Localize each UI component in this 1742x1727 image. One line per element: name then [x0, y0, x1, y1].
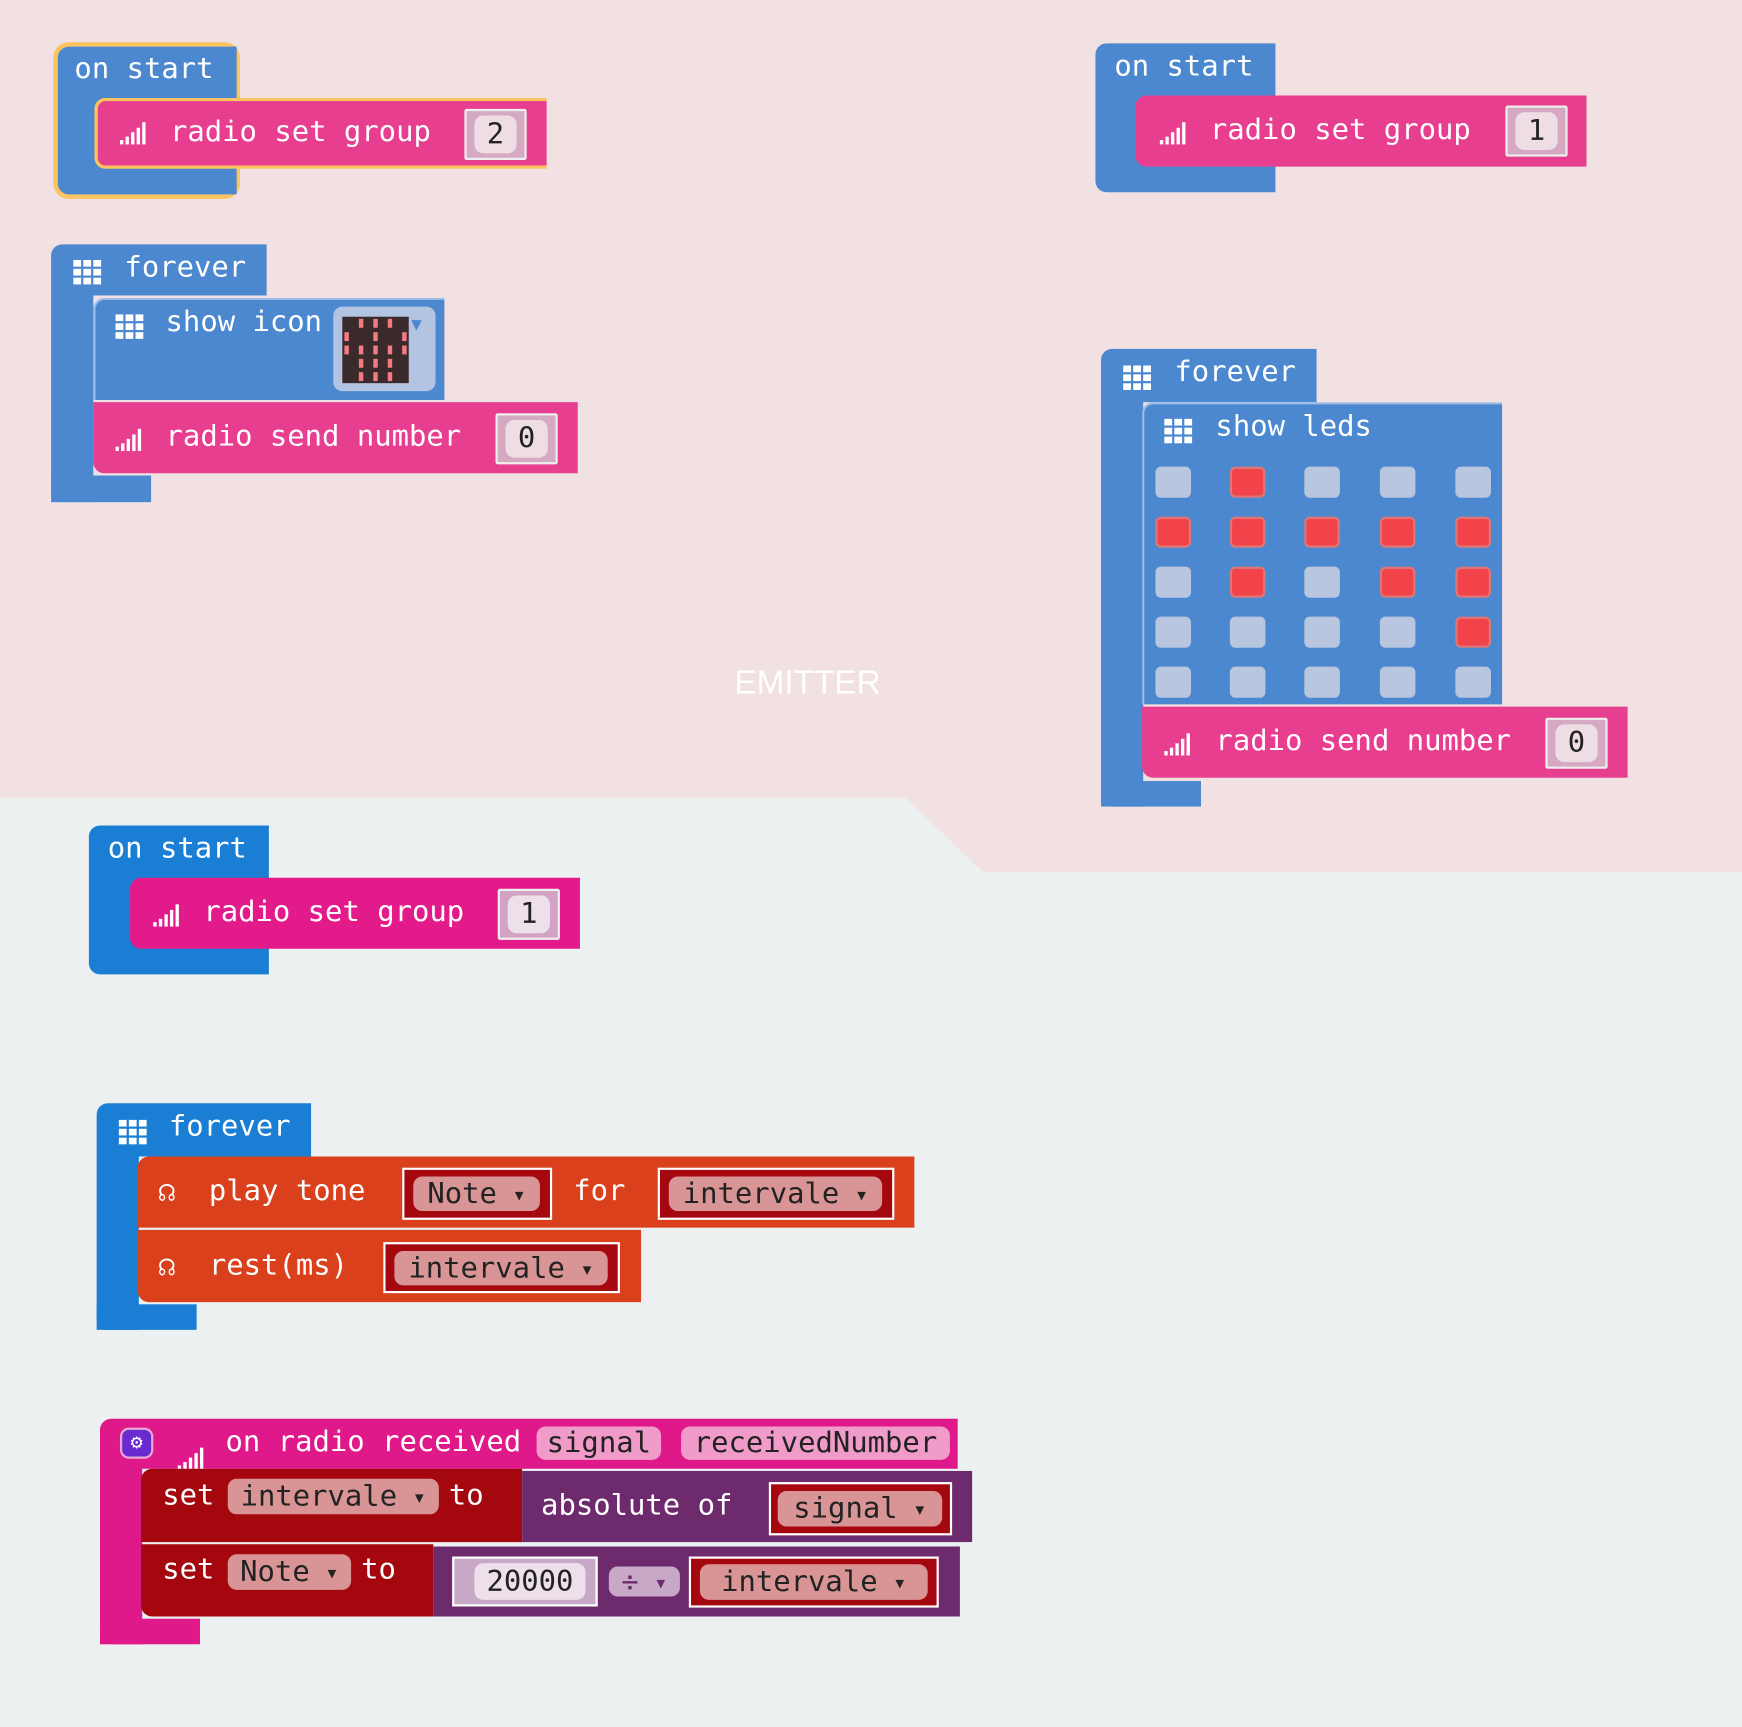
led-cell[interactable]	[1229, 516, 1266, 548]
radio-set-group-label: radio set group	[203, 895, 465, 929]
led-cell[interactable]	[1379, 616, 1416, 648]
icon-preview	[342, 316, 409, 384]
forever-label: forever	[168, 1109, 291, 1144]
led-cell[interactable]	[1304, 516, 1340, 548]
send-number-input[interactable]: 0	[505, 419, 548, 458]
set-label: set	[162, 1478, 215, 1513]
signal-icon	[119, 122, 146, 145]
radio-set-group-label: radio set group	[169, 115, 431, 149]
group-input-container: 1	[497, 888, 560, 940]
led-cell[interactable]	[1304, 566, 1340, 598]
dropdown-arrow-icon: ▼	[411, 313, 422, 335]
signal-icon	[115, 428, 142, 452]
number-input[interactable]: 20000	[474, 1563, 586, 1600]
show-leds-label: show leds	[1215, 409, 1372, 444]
signal-icon	[1164, 733, 1190, 756]
set-label: set	[162, 1553, 215, 1587]
send-number-input[interactable]: 0	[1555, 724, 1598, 763]
group-number-input[interactable]: 1	[1515, 112, 1558, 150]
led-cell[interactable]	[1455, 516, 1491, 548]
led-cell[interactable]	[1455, 566, 1491, 598]
send-input-container: 0	[1545, 717, 1608, 769]
forever-label: forever	[124, 251, 247, 285]
send-input-container: 0	[495, 413, 558, 465]
operator-dropdown[interactable]: ÷	[608, 1566, 680, 1597]
gear-icon[interactable]: ⚙	[119, 1427, 154, 1459]
led-cell[interactable]	[1455, 666, 1491, 698]
variable-dropdown[interactable]: Note	[227, 1554, 352, 1590]
led-cell[interactable]	[1379, 466, 1416, 498]
forever-label: forever	[1174, 355, 1297, 389]
signal-variable-dropdown[interactable]: signal	[777, 1490, 943, 1527]
led-cell[interactable]	[1379, 516, 1416, 548]
headphones-icon: ☊	[158, 1176, 175, 1208]
radio-send-number-label: radio send number	[1215, 724, 1512, 758]
absolute-of-label: absolute of	[541, 1488, 733, 1523]
led-cell[interactable]	[1155, 666, 1191, 698]
to-label: to	[448, 1478, 484, 1513]
led-cell[interactable]	[1379, 566, 1416, 598]
to-label: to	[361, 1553, 396, 1587]
intervale-variable-dropdown[interactable]: intervale	[699, 1564, 928, 1600]
rest-label: rest(ms)	[208, 1248, 349, 1283]
signal-icon	[153, 904, 179, 927]
received-number-parameter[interactable]: receivedNumber	[681, 1426, 950, 1460]
led-cell[interactable]	[1229, 466, 1266, 498]
grid-icon	[115, 314, 144, 339]
show-icon-label: show icon	[165, 305, 323, 339]
group-number-input[interactable]: 1	[507, 895, 550, 934]
led-cell[interactable]	[1229, 666, 1266, 698]
led-cell[interactable]	[1455, 466, 1491, 498]
led-cell[interactable]	[1304, 616, 1340, 648]
duration-variable-dropdown[interactable]: intervale	[668, 1176, 883, 1211]
group-input-container: 1	[1505, 105, 1568, 157]
on-radio-received-label: on radio received	[225, 1425, 522, 1459]
led-cell[interactable]	[1379, 666, 1416, 698]
led-cell[interactable]	[1304, 466, 1340, 498]
led-cell[interactable]	[1155, 516, 1191, 548]
rest-variable-dropdown[interactable]: intervale	[394, 1250, 608, 1286]
signal-parameter[interactable]: signal	[536, 1426, 662, 1460]
led-cell[interactable]	[1155, 566, 1191, 598]
on-start-label: on start	[1114, 49, 1254, 84]
emitter-label: EMITTER	[734, 664, 881, 702]
group-number-input[interactable]: 2	[474, 115, 517, 154]
led-cell[interactable]	[1229, 616, 1266, 648]
show-leds-block[interactable]	[1142, 402, 1503, 705]
on-start-label: on start	[74, 52, 214, 86]
grid-icon	[1164, 418, 1193, 444]
grid-icon	[1123, 365, 1151, 390]
led-cell[interactable]	[1155, 616, 1191, 648]
note-variable-dropdown[interactable]: Note	[413, 1176, 540, 1211]
grid-icon	[118, 1119, 147, 1145]
variable-dropdown[interactable]: intervale	[227, 1478, 439, 1515]
radio-send-number-label: radio send number	[165, 419, 462, 454]
led-cell[interactable]	[1304, 666, 1340, 698]
radio-set-group-label: radio set group	[1209, 113, 1471, 147]
play-tone-label: play tone	[208, 1174, 366, 1208]
signal-icon	[177, 1447, 204, 1470]
grid-icon	[73, 259, 102, 285]
led-cell[interactable]	[1155, 466, 1191, 498]
for-label: for	[573, 1174, 626, 1208]
group-input-container: 2	[464, 108, 527, 160]
led-cell[interactable]	[1455, 616, 1491, 648]
on-start-label: on start	[107, 832, 247, 866]
signal-icon	[1159, 122, 1186, 145]
led-cell[interactable]	[1229, 566, 1266, 598]
headphones-icon: ☊	[158, 1250, 175, 1283]
